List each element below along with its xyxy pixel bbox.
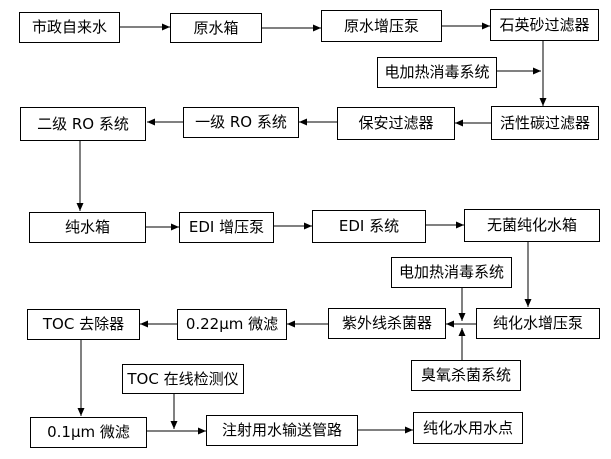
node-secondary-ro-system: 二级 RO 系统 [20,107,146,141]
node-edi-booster-pump: EDI 增压泵 [179,212,274,243]
node-micro-filter-0-1um: 0.1μm 微滤 [30,417,147,448]
node-label: 保安过滤器 [358,114,434,132]
node-label: EDI 系统 [338,217,400,235]
node-label: 0.22μm 微滤 [185,315,279,333]
node-label: 纯化水用水点 [422,418,513,437]
node-activated-carbon-filter: 活性碳过滤器 [491,106,599,140]
node-label: 纯水箱 [64,218,110,236]
node-electric-heating-disinfection-system-1: 电加热消毒系统 [377,57,497,88]
node-label: 原水增压泵 [343,16,419,35]
node-quartz-sand-filter: 石英砂过滤器 [490,9,599,41]
node-toc-online-detector: TOC 在线检测仪 [122,364,244,394]
node-label: 电加热消毒系统 [384,63,490,81]
node-uv-sterilizer: 紫外线杀菌器 [328,308,446,339]
node-label: 电加热消毒系统 [398,263,504,281]
node-label: TOC 在线检测仪 [127,369,239,388]
node-micro-filter-0-22um: 0.22μm 微滤 [177,309,287,340]
node-raw-water-tank: 原水箱 [170,13,262,43]
node-label: 注射用水输送管路 [221,421,342,439]
node-label: 纯化水增压泵 [492,314,583,332]
node-label: 石英砂过滤器 [499,15,590,34]
node-purified-water-use-point: 纯化水用水点 [413,412,523,444]
node-label: EDI 增压泵 [188,218,265,236]
node-toc-remover: TOC 去除器 [27,309,140,340]
node-label: 活性碳过滤器 [499,113,590,132]
node-label: 二级 RO 系统 [37,114,129,133]
node-electric-heating-disinfection-system-2: 电加热消毒系统 [391,257,512,288]
node-purified-water-booster-pump: 纯化水增压泵 [476,308,600,339]
node-raw-water-booster-pump: 原水增压泵 [321,10,442,42]
node-municipal-tap-water: 市政自来水 [19,12,120,43]
node-edi-system: EDI 系统 [312,210,426,243]
node-ozone-sterilization-system: 臭氧杀菌系统 [411,360,521,391]
node-pure-water-tank: 纯水箱 [29,212,146,243]
node-primary-ro-system: 一级 RO 系统 [183,107,299,138]
node-sterile-purified-water-tank: 无菌纯化水箱 [464,209,600,242]
node-label: TOC 去除器 [42,315,125,333]
node-label: 市政自来水 [31,18,107,36]
node-security-filter: 保安过滤器 [337,107,455,140]
node-label: 无菌纯化水箱 [486,216,577,234]
node-injection-water-pipeline: 注射用水输送管路 [206,415,358,446]
node-label: 紫外线杀菌器 [341,314,432,332]
node-label: 一级 RO 系统 [195,113,287,131]
node-label: 原水箱 [193,18,239,37]
node-label: 臭氧杀菌系统 [420,366,511,384]
node-label: 0.1μm 微滤 [47,423,130,441]
